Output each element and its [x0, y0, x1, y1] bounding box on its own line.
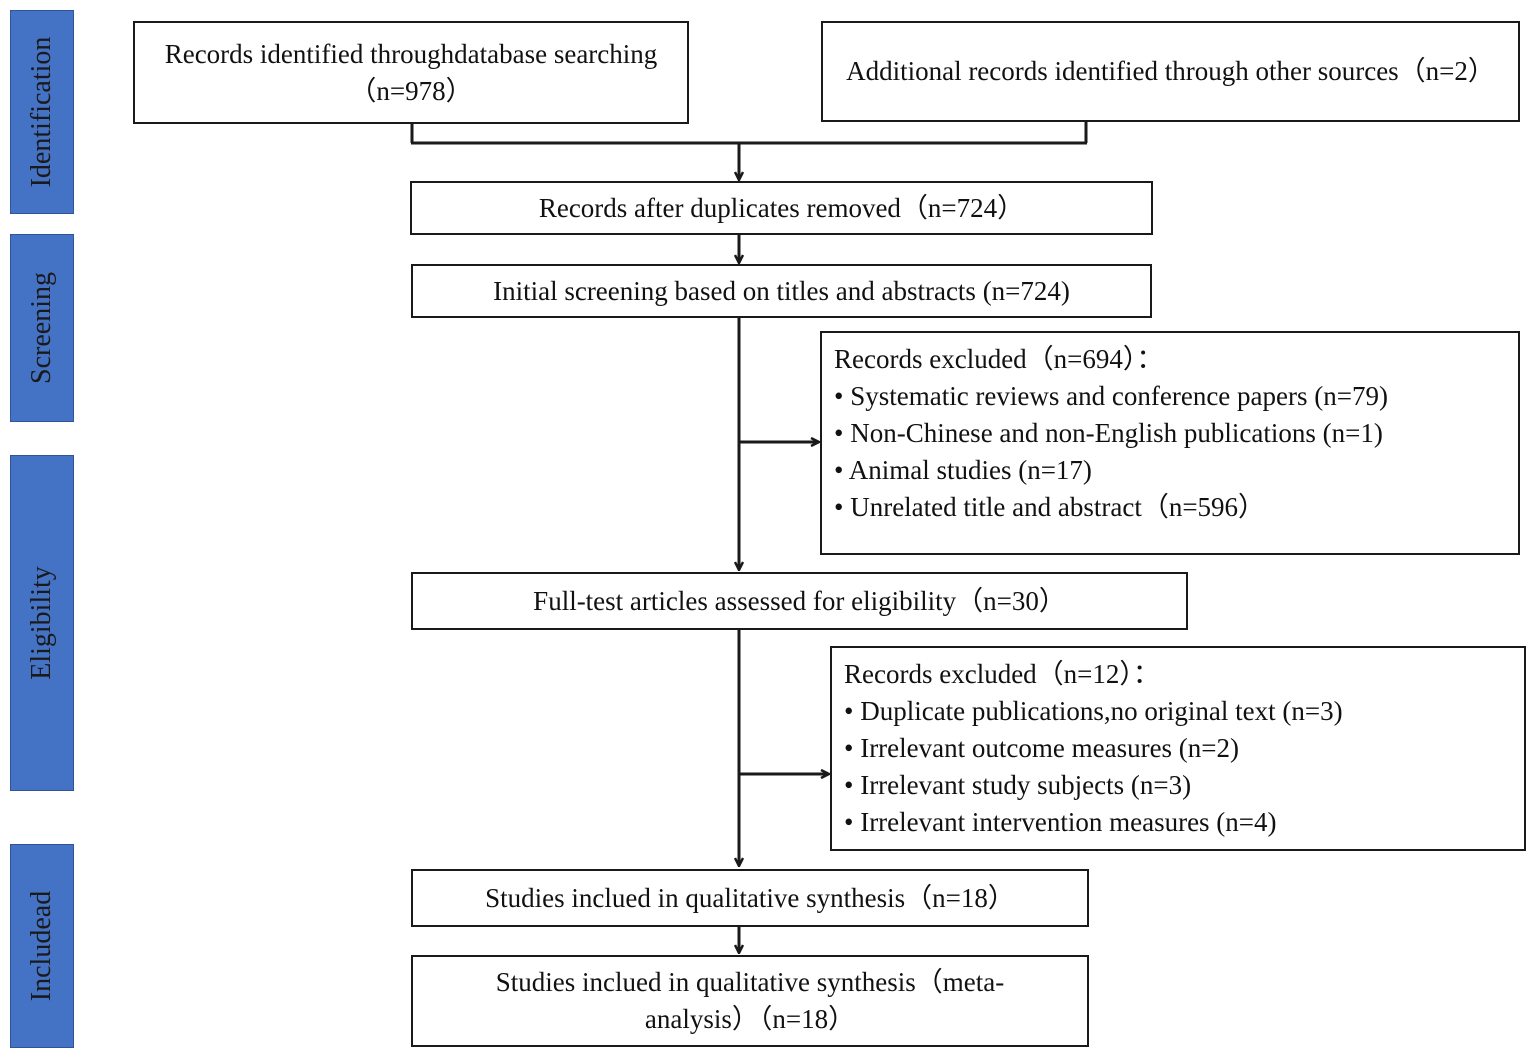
box-initial-screening-text: Initial screening based on titles and ab…	[493, 275, 1070, 306]
excluded-screening-item: • Unrelated title and abstract（n=596）	[834, 492, 1266, 522]
excluded-eligibility-item: • Duplicate publications,no original tex…	[844, 696, 1343, 726]
box-initial-screening: Initial screening based on titles and ab…	[411, 264, 1152, 318]
excluded-eligibility-item: • Irrelevant outcome measures (n=2)	[844, 733, 1240, 763]
box-database-records-text: Records identified throughdatabase searc…	[164, 38, 658, 106]
box-full-text: Full-test articles assessed for eligibil…	[411, 572, 1188, 630]
phase-included: Includead	[10, 844, 74, 1048]
box-after-duplicates-text: Records after duplicates removed（n=724）	[538, 192, 1025, 223]
excluded-eligibility-title: Records excluded（n=12）：	[844, 659, 1160, 689]
excluded-eligibility-item: • Irrelevant study subjects (n=3)	[844, 770, 1192, 800]
excluded-screening-item: • Systematic reviews and conference pape…	[834, 381, 1388, 411]
box-database-records: Records identified throughdatabase searc…	[133, 21, 689, 124]
box-meta-analysis: Studies inclued in qualitative synthesis…	[411, 955, 1089, 1047]
excluded-eligibility-item: • Irrelevant intervention measures (n=4)	[844, 807, 1277, 837]
box-meta-analysis-text: Studies inclued in qualitative synthesis…	[495, 967, 1005, 1034]
box-after-duplicates: Records after duplicates removed（n=724）	[410, 181, 1153, 235]
box-excluded-screening: Records excluded（n=694）： • Systematic re…	[820, 331, 1520, 555]
box-qualitative-synthesis: Studies inclued in qualitative synthesis…	[411, 869, 1089, 927]
excluded-screening-title: Records excluded（n=694）：	[834, 344, 1164, 374]
box-excluded-eligibility: Records excluded（n=12）： • Duplicate publ…	[830, 646, 1526, 851]
excluded-screening-item: • Non-Chinese and non-English publicatio…	[834, 418, 1383, 448]
box-other-sources: Additional records identified through ot…	[821, 21, 1520, 122]
box-full-text-text: Full-test articles assessed for eligibil…	[533, 585, 1066, 616]
phase-identification: Identification	[10, 10, 74, 214]
excluded-screening-item: • Animal studies (n=17)	[834, 455, 1092, 485]
phase-screening: Screening	[10, 234, 74, 422]
box-qualitative-synthesis-text: Studies inclued in qualitative synthesis…	[485, 882, 1015, 913]
box-other-sources-text: Additional records identified through ot…	[846, 56, 1495, 86]
phase-eligibility: Eligibility	[10, 455, 74, 791]
